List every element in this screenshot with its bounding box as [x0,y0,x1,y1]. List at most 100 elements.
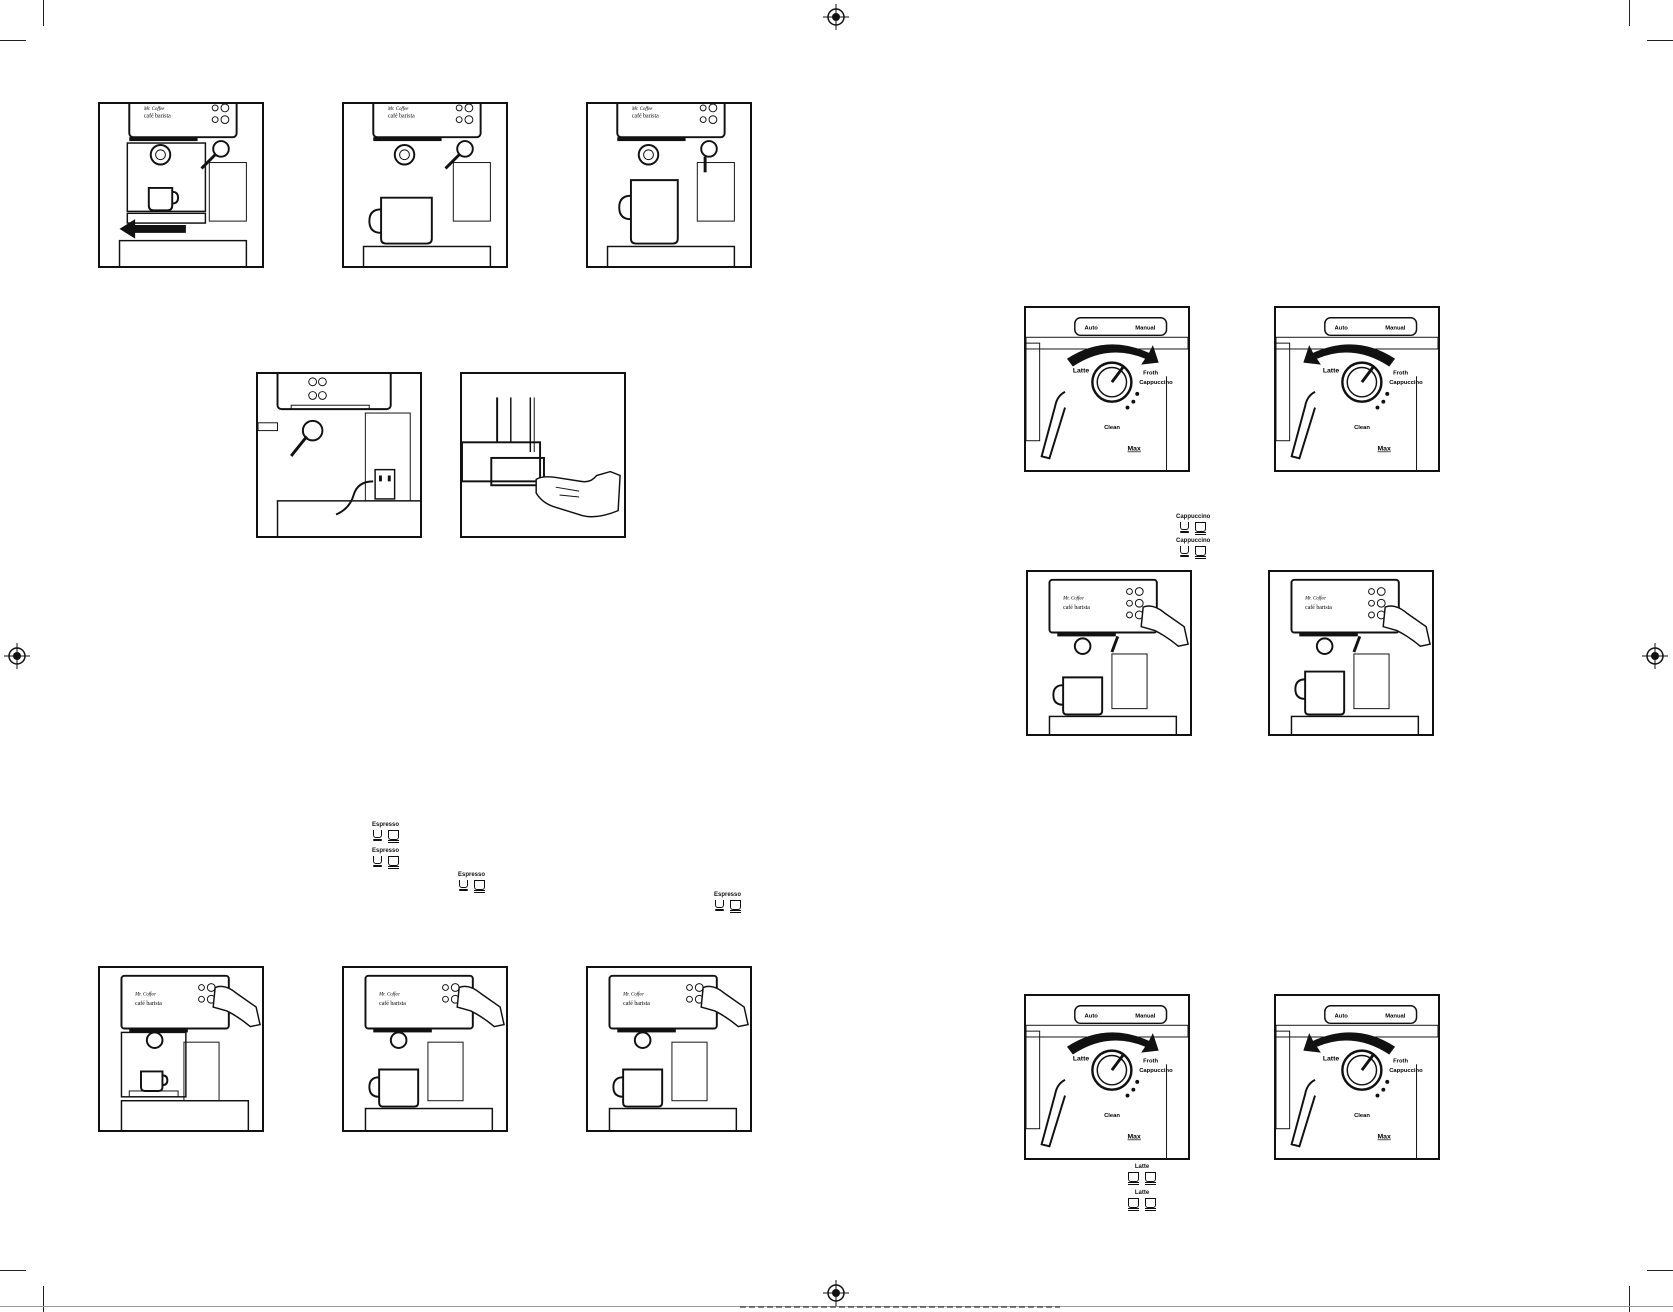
cappuccino-icon-group: Cappuccino [1176,514,1210,535]
mug-icon [729,900,741,913]
svg-text:Clean: Clean [1354,425,1370,431]
crop-mark [1629,1286,1630,1312]
figure-press-espresso-mug: Mr. Coffee café barista [342,966,508,1132]
cup-icon [458,880,468,891]
cup-icon [1180,546,1190,557]
svg-text:Froth: Froth [1143,370,1158,376]
crop-mark [43,1286,44,1312]
espresso-icon-group: Espresso [372,822,399,843]
curved-arrow-icon [1066,344,1159,367]
svg-text:Auto: Auto [1085,1013,1099,1019]
svg-text:café barista: café barista [135,1000,162,1007]
svg-text:café barista: café barista [623,1000,650,1007]
svg-text:café barista: café barista [1305,604,1332,611]
figure-press-espresso-small-cup: Mr. Coffee café barista [98,966,264,1132]
svg-text:café barista: café barista [1063,604,1090,611]
svg-text:Cappuccino: Cappuccino [1139,1068,1173,1074]
cup-icon [372,830,382,841]
mug-icon [1145,1198,1156,1211]
crop-mark [43,0,44,26]
figure-plug-outlet [256,372,422,538]
mug-icon [1145,1172,1156,1185]
svg-text:Latte: Latte [1073,1055,1090,1062]
curved-arrow-icon [1303,1032,1396,1055]
crop-mark [0,1270,26,1271]
svg-text:Manual: Manual [1135,1013,1156,1019]
svg-text:Auto: Auto [1335,1013,1349,1019]
curved-arrow-icon [1303,344,1396,367]
latte-icon-group: Latte [1128,1190,1156,1211]
espresso-icon-group: Espresso [714,892,741,913]
svg-text:Froth: Froth [1393,1058,1408,1064]
svg-text:Froth: Froth [1393,370,1408,376]
svg-text:Manual: Manual [1385,1013,1406,1019]
svg-text:Cappuccino: Cappuccino [1389,380,1423,386]
mug-icon [473,880,485,893]
registration-mark-icon [4,643,30,669]
svg-text:Latte: Latte [1323,367,1340,374]
cup-icon [714,900,724,911]
crop-mark [1647,40,1673,41]
figure-machine-cup-tray: Mr. Coffee café barista [98,102,264,268]
hand-press-icon [535,470,621,518]
cup-icon [1180,522,1190,533]
mug-icon [387,830,399,843]
printer-slug-line [740,1306,1060,1308]
svg-text:Manual: Manual [1135,325,1156,331]
espresso-icon-group: Espresso [458,872,485,893]
mug-icon [1195,522,1207,535]
svg-text:Clean: Clean [1104,1113,1120,1119]
mug-icon [1195,546,1207,559]
mug-icon [1128,1172,1139,1185]
svg-text:café barista: café barista [388,113,415,120]
registration-mark-icon [823,4,849,30]
cappuccino-icon-group: Cappuccino [1176,538,1210,559]
svg-text:Auto: Auto [1335,325,1349,331]
svg-text:Clean: Clean [1354,1113,1370,1119]
figure-dial-latte-turn-left: Auto Manual Latte Froth Cappuccino Clean… [1274,994,1440,1160]
figure-press-cappuccino-mug: Mr. Coffee café barista [1026,570,1192,736]
figure-machine-mug-tray-removed: Mr. Coffee café barista [342,102,508,268]
hand-press-icon [700,985,749,1028]
svg-text:Mr. Coffee: Mr. Coffee [631,107,653,112]
hand-press-icon [1140,605,1189,647]
svg-text:Mr. Coffee: Mr. Coffee [134,992,156,997]
cup-icon [372,856,382,867]
curved-arrow-icon [1066,1032,1159,1055]
crop-mark [1647,1270,1673,1271]
svg-text:Mr. Coffee: Mr. Coffee [387,107,409,112]
svg-text:Max: Max [1127,445,1140,452]
svg-text:Mr. Coffee: Mr. Coffee [378,992,400,997]
figure-press-cappuccino-mug-alt: Mr. Coffee café barista [1268,570,1434,736]
figure-machine-tall-mug: Mr. Coffee café barista [586,102,752,268]
svg-text:Mr. Coffee: Mr. Coffee [1062,596,1084,601]
svg-text:Manual: Manual [1385,325,1406,331]
espresso-icon-group: Espresso [372,848,399,869]
svg-text:Max: Max [1127,1133,1140,1140]
svg-text:Cappuccino: Cappuccino [1389,1068,1423,1074]
svg-text:Latte: Latte [1323,1055,1340,1062]
svg-text:Auto: Auto [1085,325,1099,331]
brand-product: café barista [144,113,171,120]
figure-hand-pressing-base [460,372,626,538]
mug-icon [387,856,399,869]
crop-mark [1629,0,1630,26]
svg-text:Clean: Clean [1104,425,1120,431]
figure-dial-turn-right: Auto Manual Latte Froth Cappuccino Clean… [1024,306,1190,472]
registration-mark-icon [823,1280,849,1306]
hand-press-icon [1382,605,1431,647]
svg-text:Latte: Latte [1073,367,1090,374]
figure-dial-turn-left: Auto Manual Latte Froth Cappuccino Clean… [1274,306,1440,472]
registration-mark-icon [1642,643,1668,669]
svg-text:Mr. Coffee: Mr. Coffee [622,992,644,997]
mug-icon [1128,1198,1139,1211]
svg-text:Cappuccino: Cappuccino [1139,380,1173,386]
svg-text:Max: Max [1377,1133,1390,1140]
latte-icon-group: Latte [1128,1164,1156,1185]
svg-text:café barista: café barista [632,113,659,120]
arrow-left-icon [119,219,186,239]
svg-text:Max: Max [1377,445,1390,452]
crop-mark [0,40,26,41]
svg-text:café barista: café barista [379,1000,406,1007]
figure-dial-latte-turn-right: Auto Manual Latte Froth Cappuccino Clean… [1024,994,1190,1160]
